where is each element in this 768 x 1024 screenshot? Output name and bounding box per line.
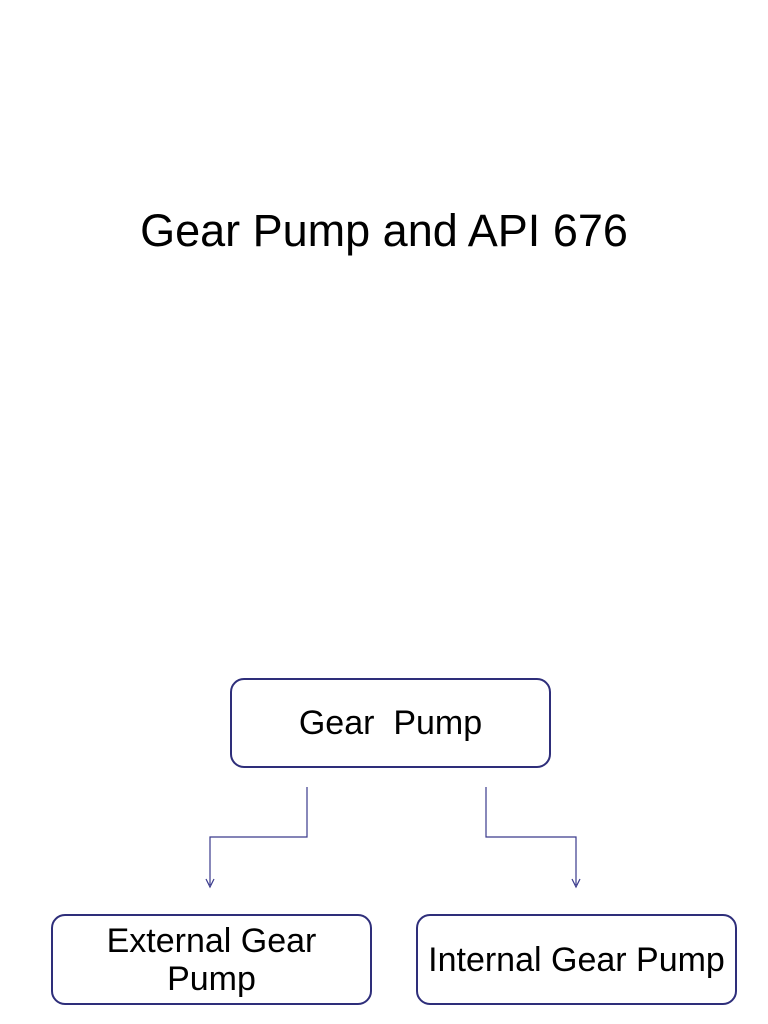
slide-title: Gear Pump and API 676 xyxy=(140,205,628,256)
node-external-gear-pump: External Gear Pump xyxy=(51,914,372,1005)
node-internal-gear-pump-label: Internal Gear Pump xyxy=(428,940,725,979)
node-gear-pump: Gear Pump xyxy=(230,678,551,768)
node-internal-gear-pump: Internal Gear Pump xyxy=(416,914,737,1005)
connector-right xyxy=(485,787,577,885)
node-external-gear-pump-label: External Gear Pump xyxy=(106,921,317,998)
connector-left-arrowhead xyxy=(205,878,215,889)
connector-right-arrowhead xyxy=(571,878,581,889)
node-gear-pump-label: Gear Pump xyxy=(298,704,483,742)
connector-left xyxy=(209,787,308,885)
